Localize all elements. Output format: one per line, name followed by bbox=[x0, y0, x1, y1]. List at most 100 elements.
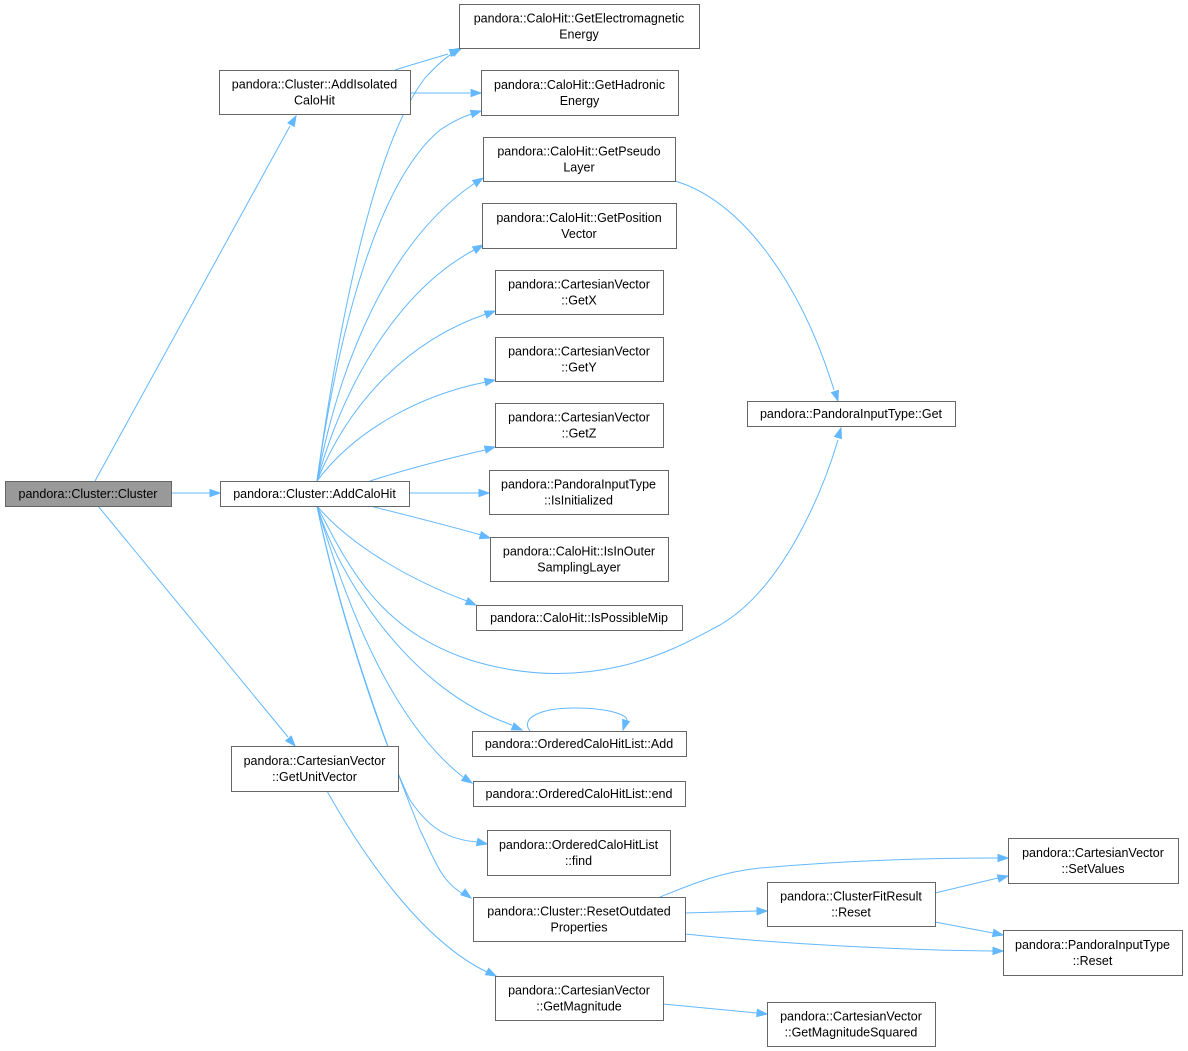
node-label: pandora::CartesianVector bbox=[780, 1010, 922, 1024]
node-ochl-add[interactable]: pandora::OrderedCaloHitList::Add bbox=[472, 731, 687, 757]
arrowhead-icon bbox=[209, 488, 222, 498]
node-label: pandora::Cluster::AddIsolated bbox=[232, 78, 397, 92]
node-ochl-end[interactable]: pandora::OrderedCaloHitList::end bbox=[473, 781, 686, 807]
edge-line bbox=[934, 921, 994, 934]
edge-add-isolated-to-had-energy bbox=[410, 88, 483, 98]
node-mag-squared[interactable]: pandora::CartesianVector::GetMagnitudeSq… bbox=[767, 1002, 936, 1047]
edge-line bbox=[684, 910, 758, 914]
edge-add-calohit-to-pseudo-layer bbox=[316, 177, 485, 482]
edge-ochl-add-self-loop bbox=[527, 707, 631, 732]
node-box bbox=[481, 70, 679, 116]
node-label: pandora::CartesianVector bbox=[1022, 846, 1164, 860]
edge-line bbox=[316, 505, 464, 895]
edge-line bbox=[316, 505, 468, 602]
node-is-initialized[interactable]: pandora::PandoraInputType::IsInitialized bbox=[489, 470, 669, 515]
edge-add-isolated-to-em-energy bbox=[394, 48, 462, 71]
node-get-y[interactable]: pandora::CartesianVector::GetY bbox=[495, 337, 664, 382]
node-label: pandora::PandoraInputType bbox=[1015, 938, 1170, 952]
edge-get-unit-vector-to-get-magnitude bbox=[326, 790, 498, 977]
node-box bbox=[495, 337, 664, 382]
edge-add-calohit-to-get-z bbox=[369, 445, 497, 482]
arrowhead-icon bbox=[471, 177, 485, 188]
node-cfr-reset[interactable]: pandora::ClusterFitResult::Reset bbox=[767, 882, 936, 927]
edge-ctor-to-add-calohit bbox=[171, 488, 222, 498]
arrowhead-icon bbox=[460, 888, 473, 899]
nodes-layer: pandora::Cluster::Clusterpandora::Cluste… bbox=[5, 4, 1183, 1047]
arrowhead-icon bbox=[284, 735, 296, 748]
edge-cfr-reset-to-set-values bbox=[934, 874, 1010, 894]
edge-add-calohit-to-position bbox=[316, 244, 485, 482]
arrowhead-icon bbox=[464, 597, 478, 606]
arrowhead-icon bbox=[991, 928, 1005, 938]
edge-line bbox=[316, 313, 487, 482]
edge-line bbox=[394, 53, 449, 71]
edge-add-calohit-to-ochl-find bbox=[316, 505, 489, 847]
node-is-possible-mip[interactable]: pandora::CaloHit::IsPossibleMip bbox=[476, 605, 683, 631]
arrowhead-icon bbox=[833, 426, 842, 440]
node-label: ::Reset bbox=[1073, 954, 1113, 968]
arrowhead-icon bbox=[483, 445, 497, 454]
arrowhead-icon bbox=[475, 837, 489, 847]
node-label: pandora::CartesianVector bbox=[244, 754, 386, 768]
node-label: pandora::OrderedCaloHitList::Add bbox=[485, 737, 673, 751]
node-label: pandora::CartesianVector bbox=[508, 345, 650, 359]
node-box bbox=[1008, 838, 1179, 884]
edge-line bbox=[316, 439, 839, 675]
node-label: ::GetUnitVector bbox=[272, 770, 357, 784]
node-box bbox=[767, 1002, 936, 1047]
node-add-calohit[interactable]: pandora::Cluster::AddCaloHit bbox=[220, 481, 410, 507]
edge-add-calohit-to-is-initialized bbox=[409, 488, 491, 498]
node-label: Energy bbox=[560, 94, 600, 108]
node-set-values[interactable]: pandora::CartesianVector::SetValues bbox=[1008, 838, 1179, 884]
node-label: Energy bbox=[559, 28, 599, 42]
node-reset-outdated[interactable]: pandora::Cluster::ResetOutdatedPropertie… bbox=[473, 897, 686, 942]
arrowhead-icon bbox=[996, 874, 1010, 883]
node-box bbox=[495, 976, 664, 1021]
edge-line bbox=[316, 505, 513, 726]
node-label: pandora::CartesianVector bbox=[508, 278, 650, 292]
arrowhead-icon bbox=[483, 310, 497, 319]
arrowhead-icon bbox=[483, 377, 497, 387]
node-label: pandora::CaloHit::IsInOuter bbox=[503, 545, 655, 559]
arrowhead-icon bbox=[756, 906, 769, 916]
node-box bbox=[482, 203, 677, 249]
node-label: pandora::CaloHit::GetPseudo bbox=[497, 145, 660, 159]
edge-line bbox=[316, 505, 464, 778]
edge-line bbox=[369, 449, 486, 482]
node-get-z[interactable]: pandora::CartesianVector::GetZ bbox=[495, 403, 664, 448]
edge-pseudo-layer-to-input-get bbox=[674, 180, 839, 403]
node-get-unit-vector[interactable]: pandora::CartesianVector::GetUnitVector bbox=[231, 746, 399, 792]
node-input-get[interactable]: pandora::PandoraInputType::Get bbox=[747, 401, 956, 427]
edge-line bbox=[97, 505, 289, 738]
node-box bbox=[487, 830, 671, 876]
node-box bbox=[473, 897, 686, 942]
edge-line bbox=[316, 249, 475, 482]
edge-reset-outdated-to-set-values bbox=[659, 853, 1010, 898]
arrowhead-icon bbox=[756, 1008, 769, 1018]
node-label: ::SetValues bbox=[1061, 862, 1124, 876]
node-label: ::GetMagnitudeSquared bbox=[785, 1026, 918, 1040]
node-ochl-find[interactable]: pandora::OrderedCaloHitList::find bbox=[487, 830, 671, 876]
node-label: Vector bbox=[561, 227, 596, 241]
edge-line bbox=[369, 505, 482, 536]
node-box bbox=[490, 537, 669, 582]
node-cluster-ctor[interactable]: pandora::Cluster::Cluster bbox=[5, 481, 172, 507]
node-get-x[interactable]: pandora::CartesianVector::GetX bbox=[495, 270, 664, 315]
edge-line bbox=[326, 790, 488, 973]
node-get-em-energy[interactable]: pandora::CaloHit::GetElectromagneticEner… bbox=[459, 4, 700, 49]
node-input-reset[interactable]: pandora::PandoraInputType::Reset bbox=[1003, 930, 1183, 976]
edge-add-calohit-to-em-energy bbox=[316, 47, 463, 482]
node-label: pandora::CartesianVector bbox=[508, 411, 650, 425]
edge-add-calohit-to-is-outer-sampling bbox=[369, 505, 492, 540]
arrowhead-icon bbox=[478, 488, 491, 498]
node-box bbox=[473, 781, 686, 807]
edge-ctor-to-get-unit-vector bbox=[97, 505, 296, 748]
node-get-magnitude[interactable]: pandora::CartesianVector::GetMagnitude bbox=[495, 976, 664, 1021]
edge-get-magnitude-to-mag-squared bbox=[662, 1003, 769, 1018]
